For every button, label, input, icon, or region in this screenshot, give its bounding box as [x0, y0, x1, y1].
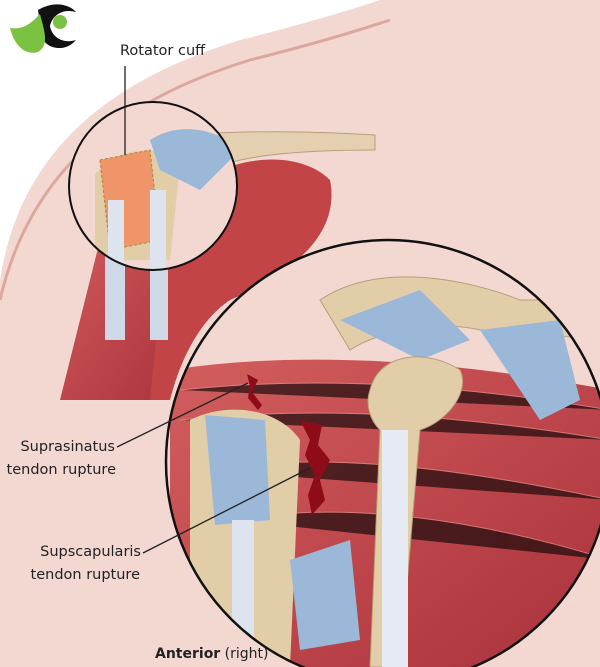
subscapularis-label-line2: tendon rupture [30, 567, 140, 583]
supraspinatus-label-line1: Suprasinatus [20, 439, 115, 455]
logo [10, 4, 76, 53]
caption-bold: Anterior [155, 646, 221, 662]
view-caption: Anterior (right) [155, 646, 269, 662]
supraspinatus-label-line2: tendon rupture [6, 462, 116, 478]
subscapularis-label-line1: Supscapularis [40, 544, 141, 560]
magnified-detail-circle [164, 238, 600, 667]
rotator-cuff-label: Rotator cuff [120, 43, 206, 59]
rotator-cuff-detail-circle [68, 101, 238, 271]
leader-lines [116, 66, 311, 554]
caption-rest: (right) [220, 646, 269, 662]
